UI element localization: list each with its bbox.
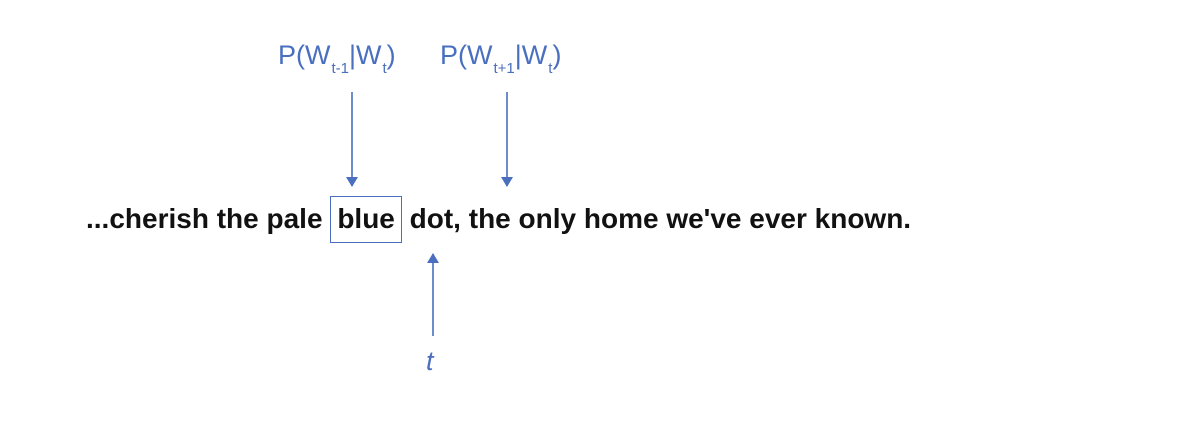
target-position-label: t [426, 346, 434, 376]
sentence: ...cherish the pale blue dot, the only h… [86, 196, 912, 243]
context-prob-next-label: P(Wt+1|Wt) [440, 40, 562, 77]
context-prob-prev-label: P(Wt-1|Wt) [278, 40, 396, 77]
sentence-after: dot, the only home we've ever known. [401, 203, 912, 234]
target-word-box: blue [330, 196, 402, 243]
sentence-before: ...cherish the pale [86, 203, 331, 234]
